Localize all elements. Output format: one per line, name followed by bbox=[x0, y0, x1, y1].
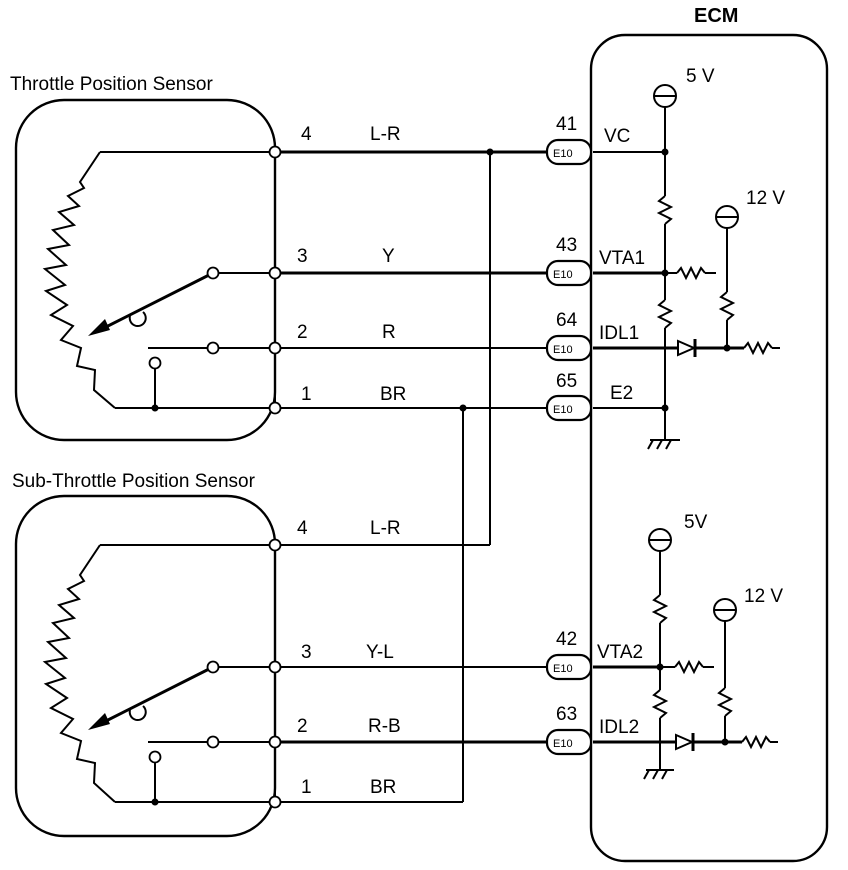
pin-signal: IDL1 bbox=[599, 323, 639, 344]
connector-label: E10 bbox=[553, 344, 573, 356]
ecm-pin-63: 63 IDL2 E10 bbox=[545, 704, 639, 756]
terminal-number: 1 bbox=[301, 777, 312, 798]
supply-12v-top-label: 12 V bbox=[746, 188, 785, 209]
connector-label: E10 bbox=[553, 269, 573, 281]
ecm-pin-65: 65 E2 E10 bbox=[545, 371, 633, 422]
terminal-number: 3 bbox=[297, 246, 308, 267]
connector-label: E10 bbox=[553, 404, 573, 416]
ecm-pin-43: 43 VTA1 E10 bbox=[545, 235, 645, 287]
terminal-number: 2 bbox=[297, 322, 308, 343]
terminal-number: 4 bbox=[301, 124, 312, 145]
pin-number: 64 bbox=[556, 310, 578, 331]
wire-color: BR bbox=[380, 384, 406, 405]
pin-signal: VC bbox=[604, 126, 630, 147]
wire-color: R bbox=[382, 322, 396, 343]
supply-5v-top-label: 5 V bbox=[686, 66, 715, 87]
supply-12v-bottom-label: 12 V bbox=[744, 586, 783, 607]
pin-signal: IDL2 bbox=[599, 717, 639, 738]
pin-signal: VTA2 bbox=[597, 642, 643, 663]
wire-color: L-R bbox=[370, 124, 401, 145]
ecm-block: ECM 5 V 12 V bbox=[589, 5, 829, 863]
terminal-number: 4 bbox=[297, 518, 308, 539]
wire-color: Y-L bbox=[366, 642, 394, 663]
pin-number: 42 bbox=[556, 629, 577, 650]
ecm-pin-41: 41 VC E10 bbox=[545, 114, 630, 166]
ecm-title: ECM bbox=[694, 5, 738, 27]
wire-color: BR bbox=[370, 777, 396, 798]
throttle-position-sensor: Throttle Position Sensor 4 L-R 3 Y 2 R 1… bbox=[10, 74, 406, 442]
wire-color: R-B bbox=[368, 716, 401, 737]
pin-number: 41 bbox=[556, 114, 577, 135]
pin-number: 63 bbox=[556, 704, 577, 725]
pin-signal: E2 bbox=[610, 383, 633, 404]
sensor-title: Sub-Throttle Position Sensor bbox=[12, 471, 256, 492]
sub-throttle-position-sensor: Sub-Throttle Position Sensor 4 L-R 3 Y-L… bbox=[12, 471, 401, 838]
ecm-box bbox=[589, 33, 829, 863]
connector-label: E10 bbox=[553, 148, 573, 160]
harness-wires bbox=[281, 148, 547, 803]
sensor-title: Throttle Position Sensor bbox=[10, 74, 213, 95]
supply-5v-bottom-label: 5V bbox=[684, 512, 708, 533]
ecm-pin-64: 64 IDL1 E10 bbox=[545, 310, 639, 362]
terminal-number: 2 bbox=[297, 716, 308, 737]
connector-label: E10 bbox=[553, 663, 573, 675]
pin-signal: VTA1 bbox=[599, 248, 645, 269]
terminal-number: 3 bbox=[301, 642, 312, 663]
connector-label: E10 bbox=[553, 738, 573, 750]
wire-color: L-R bbox=[370, 518, 401, 539]
wire-color: Y bbox=[382, 246, 395, 267]
pin-number: 43 bbox=[556, 235, 577, 256]
terminal-number: 1 bbox=[301, 384, 312, 405]
ecm-pin-42: 42 VTA2 E10 bbox=[545, 629, 643, 681]
pin-number: 65 bbox=[556, 371, 577, 392]
